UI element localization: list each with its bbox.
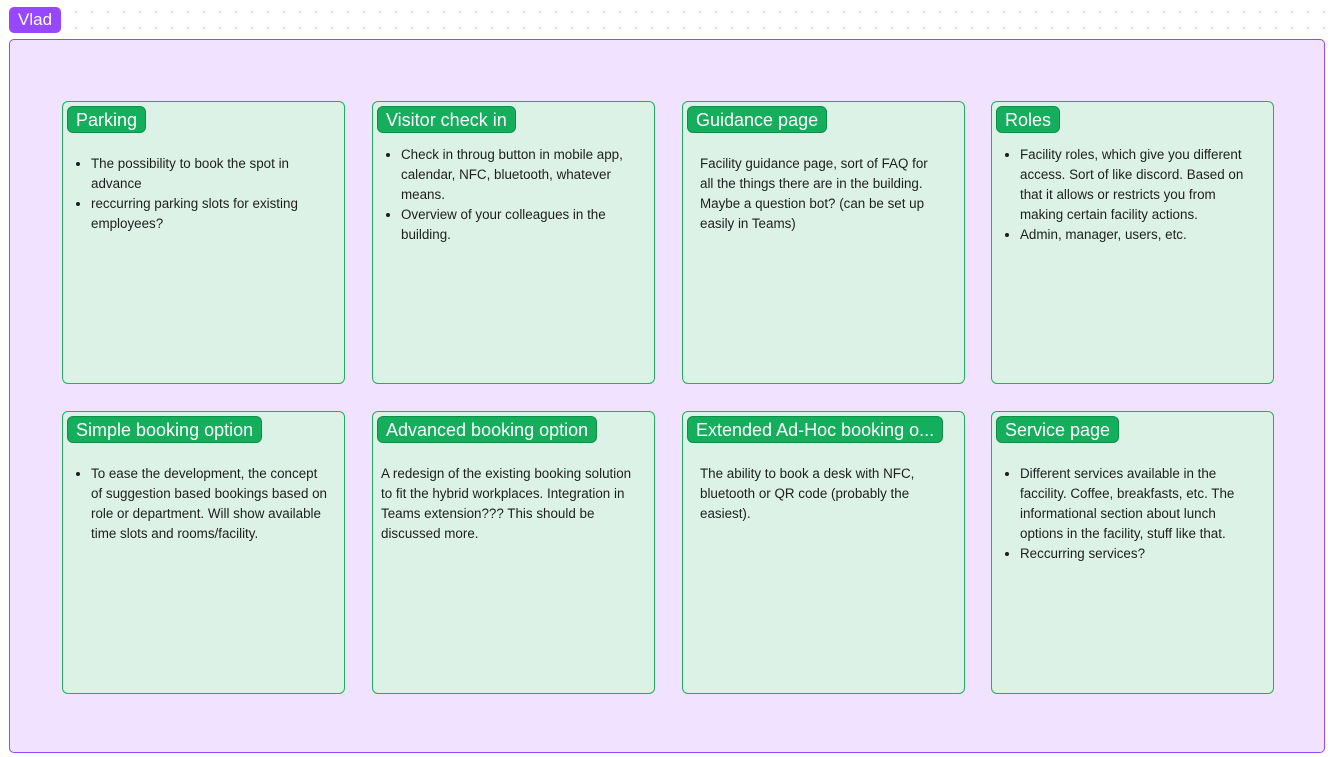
sticky-card-advanced-booking[interactable]: Advanced booking option A redesign of th… [372, 411, 655, 694]
bullet-list: Facility roles, which give you different… [1000, 145, 1259, 245]
card-body: The ability to book a desk with NFC, blu… [700, 464, 942, 524]
card-title: Parking [67, 106, 147, 133]
list-item: reccurring parking slots for existing em… [91, 194, 330, 234]
card-title: Roles [996, 106, 1061, 133]
card-title: Service page [996, 416, 1120, 443]
bullet-list: Different services available in the facc… [1000, 464, 1259, 564]
sticky-card-visitor-check-in[interactable]: Visitor check in Check in throug button … [372, 101, 655, 384]
bullet-list: To ease the development, the concept of … [71, 464, 330, 544]
card-title: Extended Ad-Hoc booking o... [687, 416, 944, 443]
card-title: Guidance page [687, 106, 828, 133]
list-item: Admin, manager, users, etc. [1020, 225, 1259, 245]
sticky-card-parking[interactable]: Parking The possibility to book the spot… [62, 101, 345, 384]
card-body: Facility roles, which give you different… [1000, 145, 1259, 245]
card-text: Facility guidance page, sort of FAQ for … [700, 156, 928, 231]
card-text: A redesign of the existing booking solut… [381, 466, 632, 541]
card-body: A redesign of the existing booking solut… [381, 464, 640, 544]
list-item: The possibility to book the spot in adva… [91, 154, 330, 194]
card-body: Different services available in the facc… [1000, 464, 1259, 564]
list-item: Overview of your colleagues in the build… [401, 205, 640, 245]
card-title: Simple booking option [67, 416, 263, 443]
card-text: The ability to book a desk with NFC, blu… [700, 466, 915, 521]
card-title: Visitor check in [377, 106, 516, 133]
bullet-list: Check in throug button in mobile app, ca… [381, 145, 640, 245]
card-body: To ease the development, the concept of … [71, 464, 330, 544]
section-title-label[interactable]: Vlad [9, 7, 62, 33]
sticky-card-guidance-page[interactable]: Guidance page Facility guidance page, so… [682, 101, 965, 384]
card-body: The possibility to book the spot in adva… [71, 154, 330, 234]
sticky-card-ad-hoc-booking[interactable]: Extended Ad-Hoc booking o... The ability… [682, 411, 965, 694]
sticky-card-roles[interactable]: Roles Facility roles, which give you dif… [991, 101, 1274, 384]
card-body: Facility guidance page, sort of FAQ for … [700, 154, 942, 234]
list-item: Different services available in the facc… [1020, 464, 1259, 544]
list-item: Reccurring services? [1020, 544, 1259, 564]
sticky-card-simple-booking[interactable]: Simple booking option To ease the develo… [62, 411, 345, 694]
list-item: Facility roles, which give you different… [1020, 145, 1259, 225]
card-body: Check in throug button in mobile app, ca… [381, 145, 640, 245]
sticky-card-service-page[interactable]: Service page Different services availabl… [991, 411, 1274, 694]
list-item: Check in throug button in mobile app, ca… [401, 145, 640, 205]
list-item: To ease the development, the concept of … [91, 464, 330, 544]
bullet-list: The possibility to book the spot in adva… [71, 154, 330, 234]
card-title: Advanced booking option [377, 416, 598, 443]
